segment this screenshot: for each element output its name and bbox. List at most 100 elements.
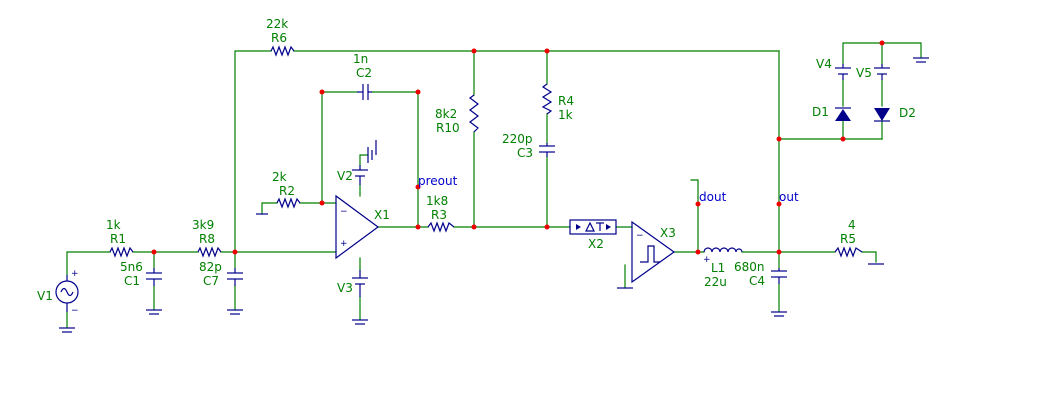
labels: V1 1k R1 5n6 C1 3k9 R8 82p C7 22k R6 2k … (37, 17, 916, 303)
d2-ref: D2 (899, 106, 916, 120)
junction-node (471, 48, 477, 54)
capacitor-c3[interactable] (539, 143, 555, 157)
r10-ref: R10 (436, 121, 460, 135)
junction-node (544, 48, 550, 54)
polarity-plus-icon: + (703, 255, 711, 265)
junction-node (415, 89, 421, 95)
diode-d2[interactable] (874, 108, 890, 122)
ground-icon (771, 311, 787, 317)
junction-node (776, 201, 782, 207)
r6-value: 22k (266, 17, 288, 31)
resistor-r6[interactable] (270, 45, 295, 57)
ground-icon (227, 309, 243, 315)
junction-node (151, 249, 157, 255)
junction-nodes (151, 40, 885, 255)
noninverting-input-icon: + (340, 239, 348, 249)
ground-icon (59, 327, 75, 333)
junction-node (840, 136, 846, 142)
d1-ref: D1 (812, 105, 829, 119)
c4-ref: C4 (749, 274, 765, 288)
opamp-x1[interactable]: − + (335, 194, 380, 260)
ground-icon (146, 309, 162, 315)
r4-ref: R4 (558, 94, 574, 108)
r2-value: 2k (272, 170, 287, 184)
c1-value: 5n6 (120, 260, 143, 274)
resistor-r4[interactable] (541, 83, 553, 115)
r5-ref: R5 (840, 232, 856, 246)
resistor-r2[interactable] (276, 197, 301, 209)
resistor-r3[interactable] (427, 221, 455, 233)
junction-node (879, 40, 885, 46)
comparator-x3[interactable]: − (631, 220, 676, 284)
c3-value: 220p (502, 132, 533, 146)
c7-ref: C7 (203, 274, 219, 288)
delay-block-x2[interactable] (569, 219, 617, 235)
c7-value: 82p (199, 260, 222, 274)
inverting-input-icon: − (340, 207, 348, 217)
net-label-out: out (779, 190, 799, 204)
r8-ref: R8 (199, 232, 215, 246)
r6-ref: R6 (271, 31, 287, 45)
c1-ref: C1 (124, 274, 140, 288)
voltage-source-v5[interactable] (874, 64, 890, 80)
v3-ref: V3 (337, 281, 353, 295)
voltage-source-v4[interactable] (835, 64, 851, 80)
voltage-source-v2[interactable] (352, 165, 368, 185)
capacitor-c7[interactable] (227, 268, 243, 286)
v5-ref: V5 (856, 66, 872, 80)
l1-value: 22u (704, 275, 727, 289)
r5-value: 4 (848, 218, 856, 232)
c4-value: 680n (734, 260, 765, 274)
r10-value: 8k2 (435, 107, 457, 121)
junction-node (695, 201, 701, 207)
v2-ref: V2 (337, 169, 353, 183)
net-label-preout: preout (418, 174, 458, 188)
r4-value: 1k (558, 108, 573, 122)
ground-icon (367, 140, 377, 163)
capacitor-c2[interactable] (357, 84, 372, 100)
junction-node (319, 200, 325, 206)
diode-d1[interactable] (835, 107, 851, 121)
junction-node (544, 224, 550, 230)
junction-node (776, 136, 782, 142)
capacitor-c4[interactable] (771, 268, 787, 284)
r1-value: 1k (106, 218, 121, 232)
v4-ref: V4 (816, 57, 832, 71)
voltage-source-v3[interactable] (352, 270, 368, 297)
inductor-l1[interactable]: + (703, 247, 743, 265)
x1-ref: X1 (374, 208, 390, 222)
c3-ref: C3 (517, 146, 533, 160)
capacitor-c1[interactable] (146, 268, 162, 286)
wires (66, 42, 922, 329)
ground-icon (913, 57, 929, 63)
v1-ref: V1 (37, 289, 53, 303)
r3-value: 1k8 (426, 194, 448, 208)
x2-ref: X2 (588, 237, 604, 251)
junction-node (415, 184, 421, 190)
junction-node (232, 249, 238, 255)
junction-node (776, 249, 782, 255)
polarity-minus-icon: − (71, 306, 79, 316)
polarity-plus-icon: + (71, 269, 79, 279)
inverting-input-icon: − (636, 231, 644, 241)
resistor-r8[interactable] (197, 246, 222, 258)
l1-ref: L1 (711, 261, 725, 275)
junction-node (471, 224, 477, 230)
junction-node (695, 249, 701, 255)
r2-ref: R2 (279, 184, 295, 198)
x3-ref: X3 (660, 226, 676, 240)
junction-node (415, 224, 421, 230)
resistor-r5[interactable] (834, 246, 863, 258)
resistor-r1[interactable] (109, 246, 134, 258)
net-label-dout: dout (699, 190, 727, 204)
ground-icon (352, 319, 368, 325)
r8-value: 3k9 (192, 218, 214, 232)
voltage-source-v1[interactable]: + − (55, 269, 79, 316)
r3-ref: R3 (431, 208, 447, 222)
c2-ref: C2 (356, 66, 372, 80)
r1-ref: R1 (110, 232, 126, 246)
resistor-r10[interactable] (469, 94, 479, 133)
c2-value: 1n (353, 52, 368, 66)
junction-node (319, 89, 325, 95)
